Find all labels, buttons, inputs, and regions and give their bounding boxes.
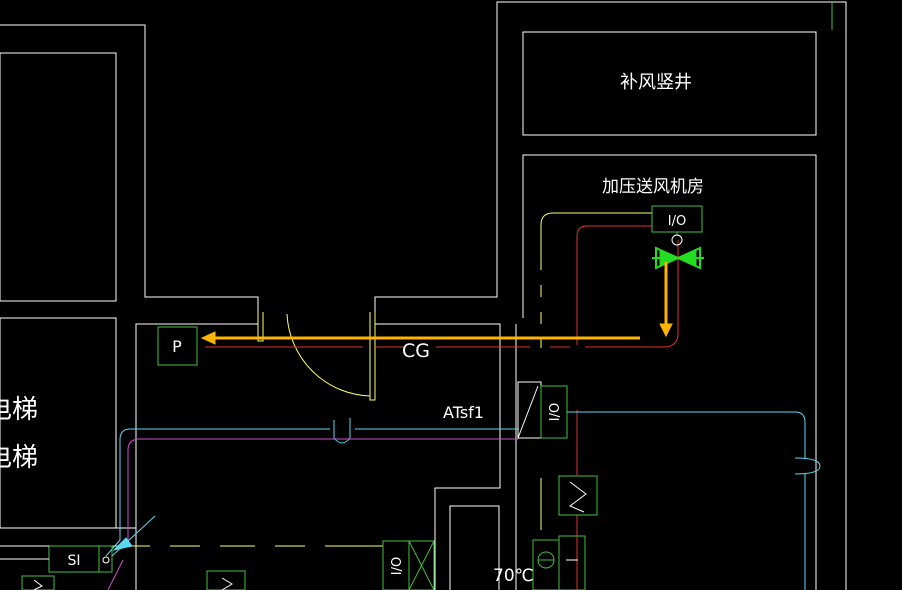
airflow-arrow-down (659, 262, 673, 338)
red-pipe (205, 225, 679, 590)
smoke-detector-symbol[interactable] (111, 515, 156, 557)
io-bottom-label: I/O (390, 557, 405, 575)
heater-symbol[interactable] (558, 475, 598, 516)
si-label: SI (67, 553, 80, 569)
yellow-pipe (106, 212, 652, 547)
si-module[interactable]: SI (0, 545, 113, 573)
io-module-top[interactable]: I/O (651, 205, 703, 246)
small-heater-center[interactable] (206, 570, 246, 590)
door (257, 312, 376, 401)
elevator-label-2: 电梯 (0, 443, 38, 473)
damper-x[interactable] (408, 540, 435, 590)
atsf1-label: ATsf1 (443, 403, 484, 422)
io-mid-label: I/O (548, 403, 563, 421)
temp-label: 70℃ (493, 566, 534, 586)
supplement-shaft-label: 补风竖井 (620, 72, 692, 93)
io-module-mid[interactable]: I/O (540, 385, 568, 439)
fire-damper-70c[interactable] (532, 535, 586, 590)
fan-room-label: 加压送风机房 (602, 177, 704, 197)
pressure-sensor-p[interactable]: P (157, 326, 198, 366)
cyan-pipe (105, 411, 821, 590)
p-label: P (172, 337, 182, 356)
cg-label: CG (402, 340, 430, 362)
io-top-label: I/O (668, 214, 686, 229)
elevator-label-1: 电梯 (0, 395, 38, 425)
small-heater-left[interactable] (21, 575, 55, 590)
airflow-arrow-left (200, 331, 640, 345)
building-walls (0, 1, 847, 590)
magenta-pipe (107, 438, 518, 590)
io-module-bottom[interactable]: I/O (382, 540, 410, 590)
fire-damper[interactable] (517, 381, 542, 439)
